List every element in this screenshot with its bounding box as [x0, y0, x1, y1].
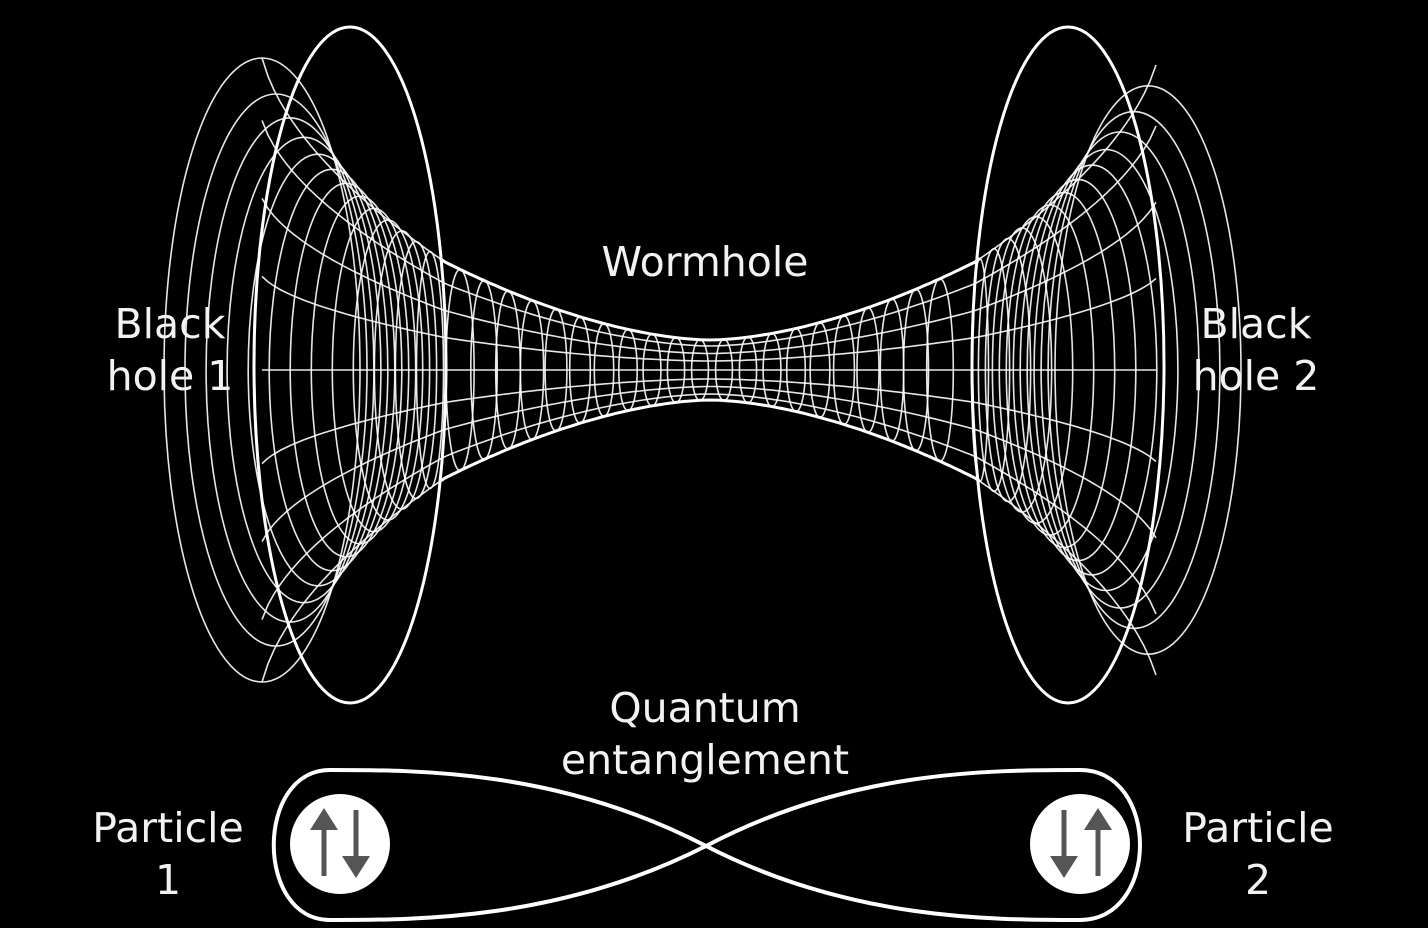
particle-2-marker	[1030, 794, 1130, 894]
black-hole-1-label: Black hole 1	[106, 300, 234, 400]
surface-meridian	[261, 275, 1157, 362]
wormhole-throat-outline	[439, 398, 981, 483]
wormhole-surface	[163, 25, 1242, 705]
spin-up-arrow-icon	[1084, 808, 1112, 876]
spin-down-arrow-icon	[1050, 810, 1078, 878]
surface-meridian	[261, 57, 1157, 341]
surface-meridian	[261, 385, 1157, 543]
surface-meridian	[261, 197, 1157, 355]
particle-2-label: Particle 2	[1182, 804, 1334, 904]
surface-meridian	[261, 378, 1157, 465]
spin-down-arrow-icon	[342, 810, 370, 878]
surface-meridian	[261, 393, 1157, 620]
wormhole-throat-outline	[439, 257, 981, 342]
entanglement-loop	[271, 767, 1142, 923]
black-hole-2-label: Black hole 2	[1192, 300, 1320, 400]
surface-meridian	[261, 120, 1157, 347]
particle-1-label: Particle 1	[92, 804, 244, 904]
spin-up-arrow-icon	[310, 808, 338, 876]
quantum-entanglement-label: Quantum entanglement	[560, 684, 850, 784]
wormhole-label: Wormhole	[601, 238, 809, 286]
surface-meridian	[261, 399, 1157, 683]
particle-1-marker	[290, 794, 390, 894]
